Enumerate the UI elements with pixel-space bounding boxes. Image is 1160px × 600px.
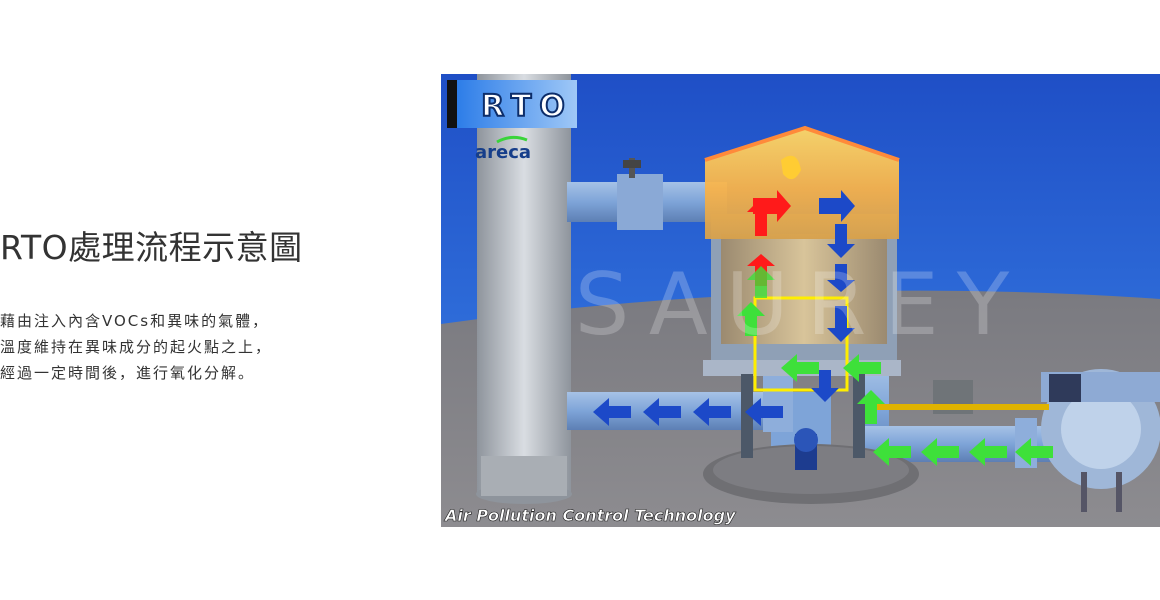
rto-process-illustration: SAUREY RTO areca Air Pollution Control T…	[441, 74, 1160, 527]
gas-pipe	[869, 404, 1049, 410]
description-line: 溫度維持在異味成分的起火點之上，	[0, 337, 273, 356]
green-arrow-icon	[737, 266, 1053, 466]
chimney	[476, 74, 572, 504]
badge-label: RTO	[481, 89, 573, 124]
description-line: 經過一定時間後，進行氧化分解。	[0, 363, 256, 382]
brand-logo: areca	[475, 135, 531, 163]
fan-housing	[1041, 369, 1160, 512]
rto-badge: RTO	[447, 80, 577, 128]
rto-diagram-svg: SAUREY RTO areca Air Pollution Control T…	[441, 74, 1160, 527]
description-line: 藉由注入內含VOCs和異味的氣體，	[0, 311, 270, 330]
watermark-text: SAUREY	[575, 255, 1028, 355]
blue-arrow-icon	[593, 190, 855, 426]
intro-text-block: RTO處理流程示意圖 藉由注入內含VOCs和異味的氣體， 溫度維持在異味成分的起…	[0, 228, 420, 386]
motor	[794, 428, 818, 470]
upper-duct	[567, 158, 727, 230]
description: 藉由注入內含VOCs和異味的氣體， 溫度維持在異味成分的起火點之上， 經過一定時…	[0, 308, 420, 386]
page-title: RTO處理流程示意圖	[0, 228, 303, 267]
brand-logo-text: areca	[475, 142, 531, 163]
caption-text: Air Pollution Control Technology	[443, 506, 736, 525]
valve-highlight-box	[753, 296, 849, 392]
